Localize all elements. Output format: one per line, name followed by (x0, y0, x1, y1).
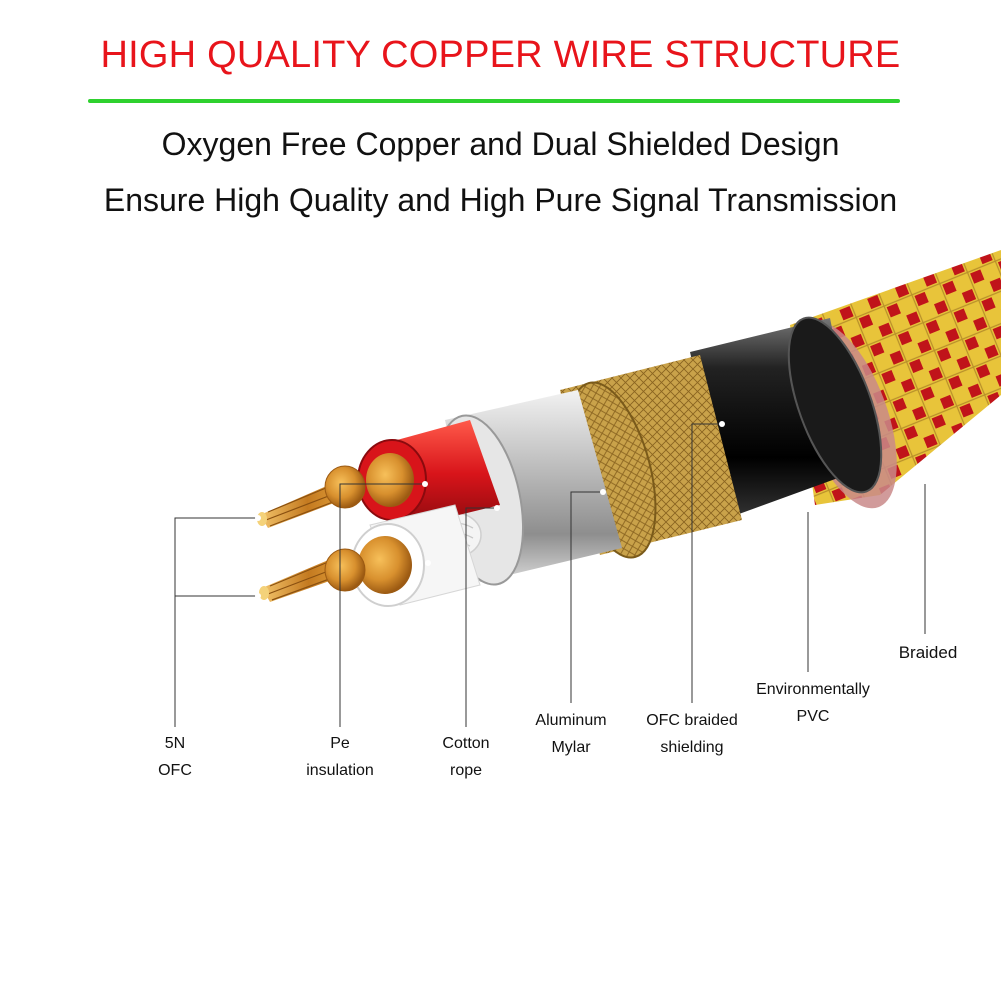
label-pvc-line2: PVC (796, 708, 830, 725)
label-shield-line1: OFC braided (646, 712, 738, 729)
label-cotton-line1: Cotton (442, 735, 490, 752)
label-braided: Braided (883, 639, 973, 666)
label-mylar-line1: Aluminum (535, 712, 607, 729)
label-pvc-line1: Environmentally (756, 681, 870, 698)
leader-pe (339, 483, 425, 727)
pvc-jacket (690, 316, 883, 518)
label-cotton-rope: Cotton rope (426, 730, 506, 784)
leader-shield (691, 423, 722, 703)
label-braided-line1: Braided (898, 643, 958, 662)
label-5n-ofc: 5N OFC (140, 730, 210, 784)
label-pe-line2: insulation (306, 762, 374, 779)
subtitle-line-2: Ensure High Quality and High Pure Signal… (103, 182, 898, 218)
label-5n-ofc-line1: 5N (164, 735, 186, 752)
leader-ofc (174, 517, 258, 727)
label-mylar-line2: Mylar (551, 739, 591, 756)
label-pe-line1: Pe (330, 735, 350, 752)
label-shield-line2: shielding (660, 739, 724, 756)
label-5n-ofc-line2: OFC (158, 762, 192, 779)
subtitle-line-1: Oxygen Free Copper and Dual Shielded Des… (161, 126, 840, 162)
label-pe-insulation: Pe insulation (290, 730, 390, 784)
leader-cotton (465, 507, 497, 727)
lower-conductor (259, 504, 481, 607)
leader-lines (174, 423, 926, 727)
label-cotton-line2: rope (449, 762, 483, 779)
green-divider (88, 99, 900, 103)
page-title: HIGH QUALITY COPPER WIRE STRUCTURE (100, 34, 901, 76)
leader-mylar (570, 491, 603, 703)
label-ofc-braided-shielding: OFC braided shielding (632, 707, 752, 761)
leader-dots (255, 421, 725, 599)
upper-conductor (257, 420, 500, 528)
label-aluminum-mylar: Aluminum Mylar (521, 707, 621, 761)
label-environmentally-pvc: Environmentally PVC (743, 676, 883, 730)
